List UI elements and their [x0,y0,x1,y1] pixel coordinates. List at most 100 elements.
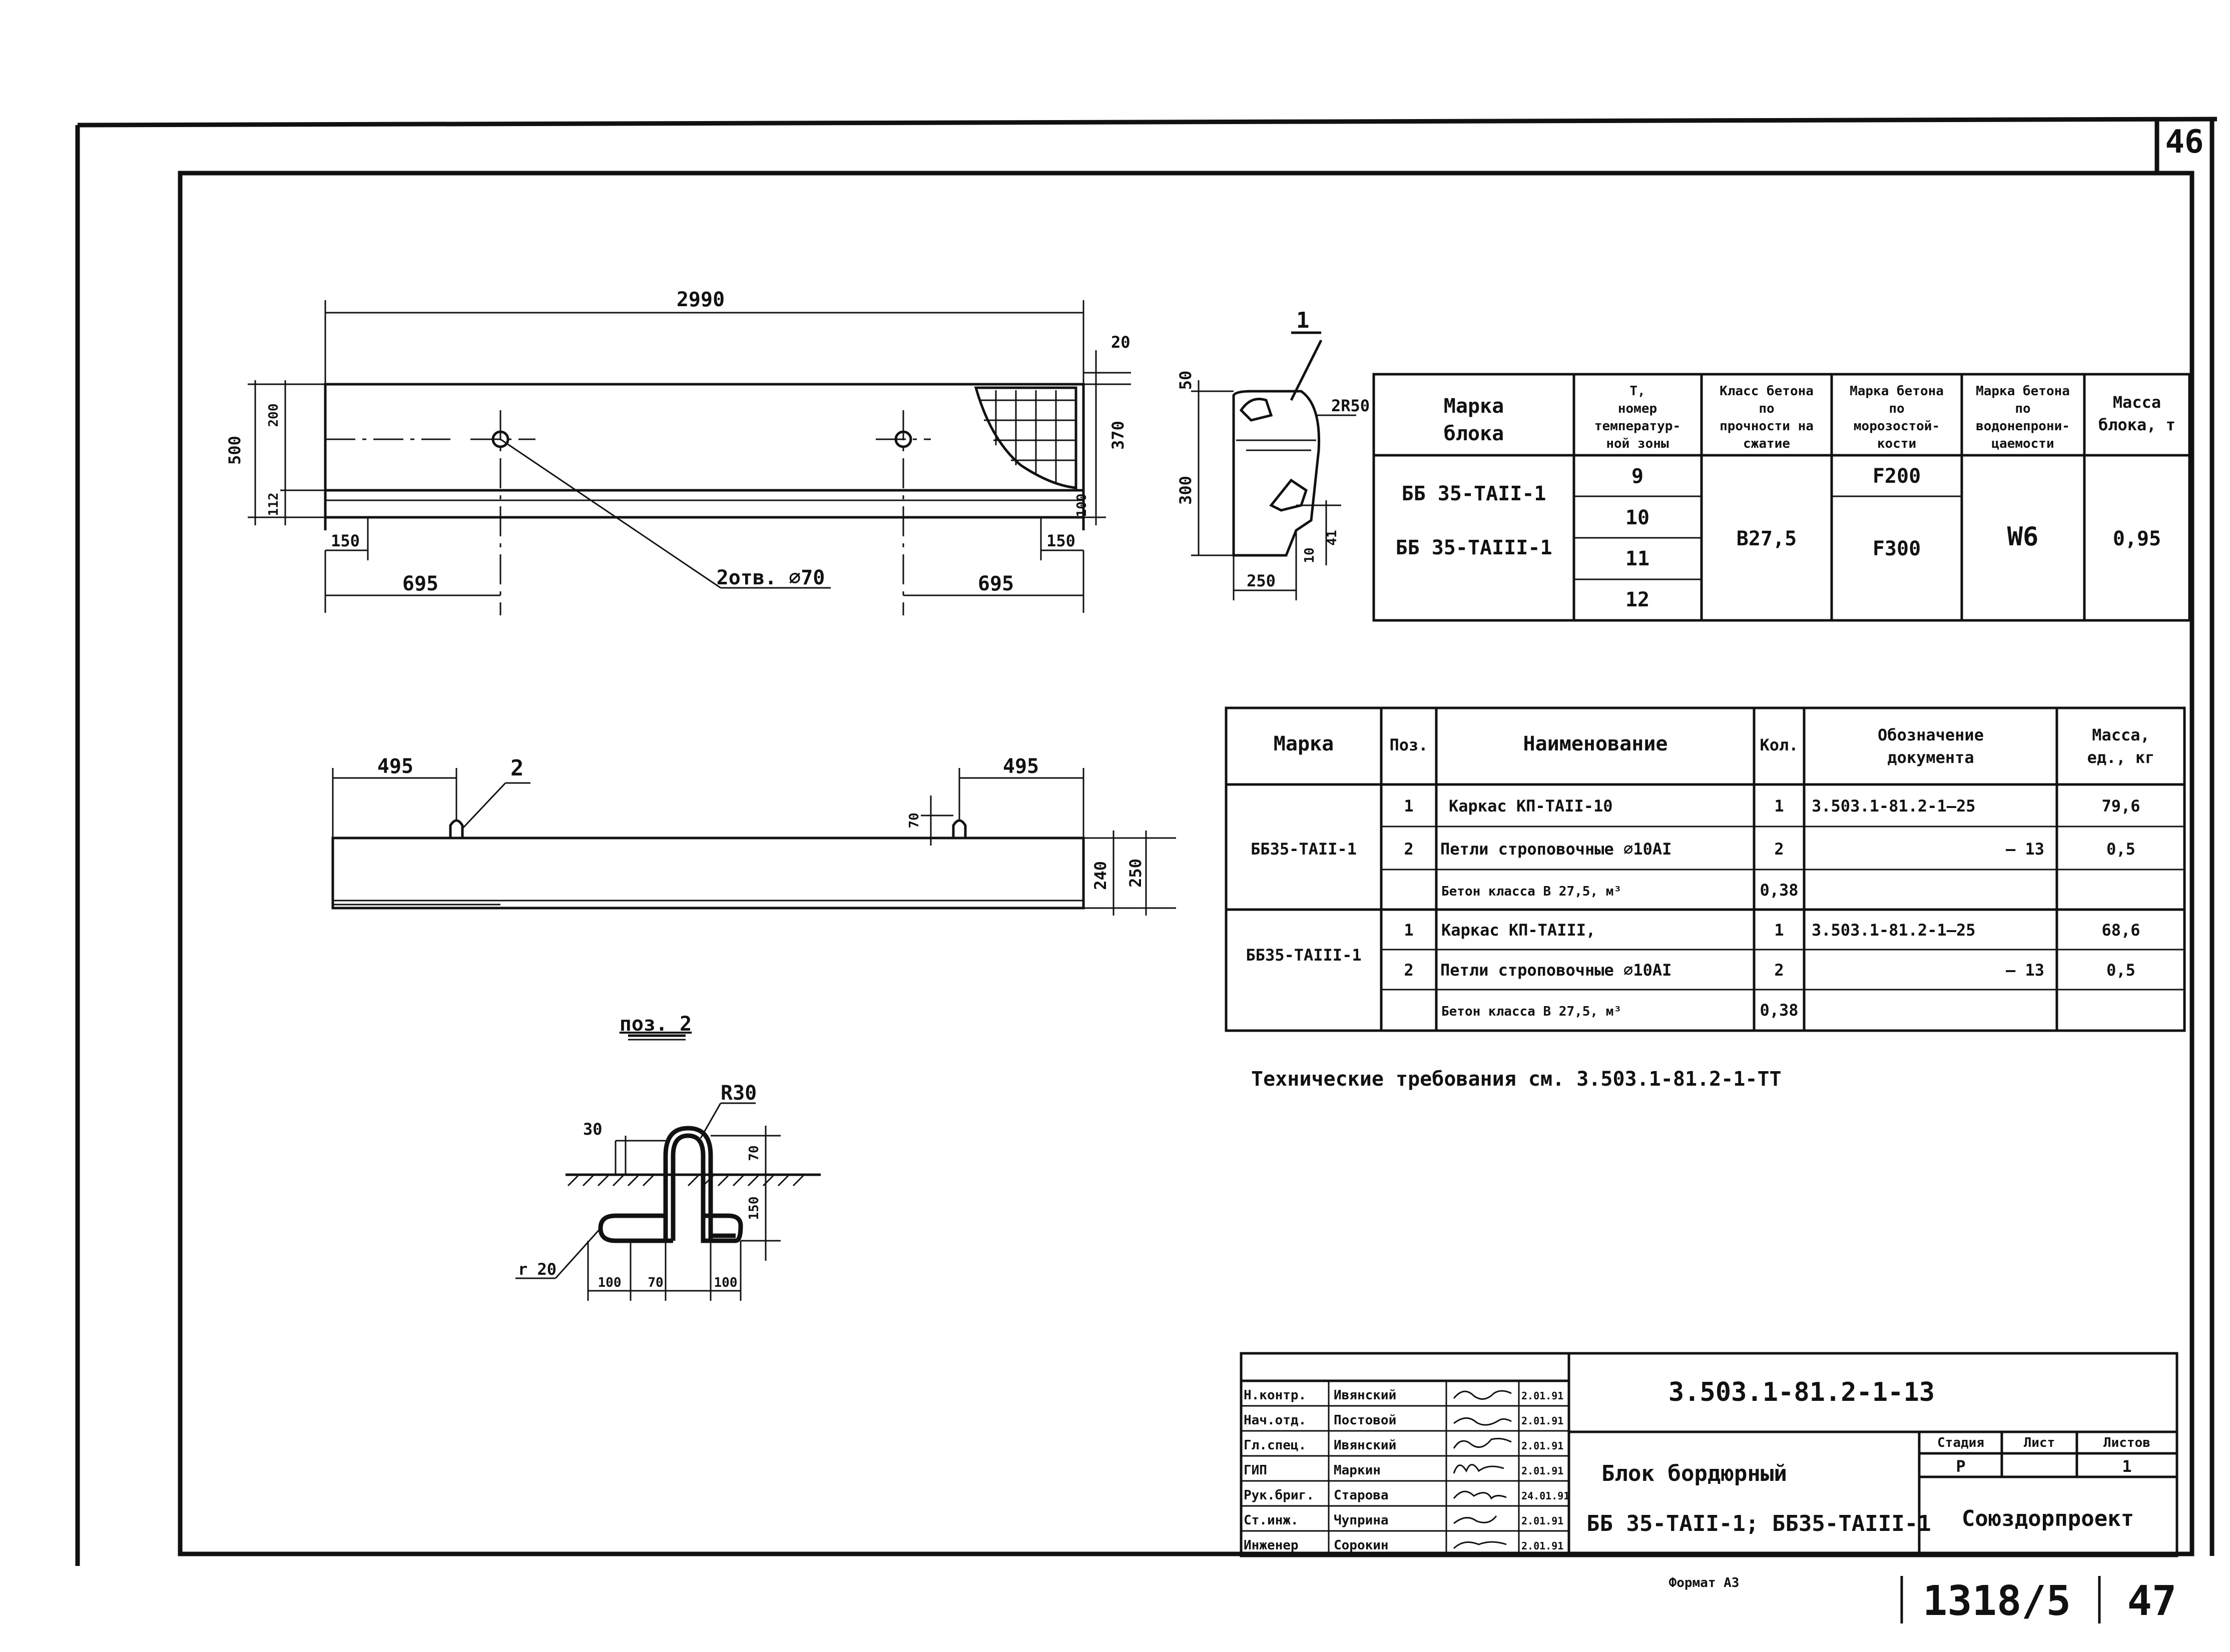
spec-g2-r2-mass: 0,5 [2106,961,2135,980]
detail-dim-r20: r 20 [518,1260,556,1279]
sig-date-7: 2.01.91 [1521,1540,1563,1552]
props-water: W6 [2007,522,2039,552]
dim-upper: 200 [266,404,281,427]
spec-g2-r1-pos: 1 [1404,921,1413,940]
specification-table [1225,706,2186,1032]
sig-role-1: Н.контр. [1244,1388,1306,1403]
spec-header-name: Наименование [1523,732,1668,755]
spec-g1-r3-name: Бетон класса В 27,5, м³ [1441,884,1621,899]
props-header-water-3: водонепрони- [1976,419,2070,434]
sig-role-4: ГИП [1244,1463,1267,1478]
section-dim-chamfer: 2R50 [1331,396,1370,415]
props-frost-2: F300 [1873,537,1921,560]
spec-g2-r1-doc: 3.503.1-81.2-1—25 [1812,921,1976,940]
spec-g2-r1-mass: 68,6 [2101,921,2140,940]
plan-callout-number: 2 [510,755,524,781]
props-header-frost-4: кости [1877,436,1916,451]
props-header-frost-2: по [1889,401,1904,416]
props-strength: В27,5 [1737,527,1797,550]
props-frost-1: F200 [1873,465,1921,488]
spec-g1-r2-doc: — 13 [2006,840,2044,859]
props-header-water-4: цаемости [1991,436,2054,451]
section-dim-top: 50 [1176,371,1195,390]
sig-role-5: Рук.бриг. [1244,1488,1314,1503]
dim-height-total: 500 [225,436,244,465]
spec-g1-r1-pos: 1 [1404,796,1413,815]
sig-name-1: Ивянский [1334,1388,1396,1403]
props-header-strength-4: сжатие [1743,436,1790,451]
spec-header-pos: Поз. [1389,735,1428,754]
sheets-value: 1 [2122,1457,2131,1476]
props-header-mark-2: блока [1444,422,1504,445]
props-zone-3: 11 [1625,547,1649,570]
sig-date-5: 24.01.91 [1521,1490,1569,1502]
sig-role-7: Инженер [1244,1538,1299,1553]
detail-dim-100-right: 100 [714,1275,738,1290]
props-header-frost-1: Марка бетона [1850,384,1944,399]
props-header-water-2: по [2015,401,2030,416]
dim-length: 2990 [677,288,725,311]
spec-g1-r2-mass: 0,5 [2106,840,2135,859]
signature-scribbles [1453,1390,1512,1549]
spec-header-mark: Марка [1274,732,1334,755]
page-number-bottom: 47 [2127,1577,2177,1625]
album-number: 1318/5 [1923,1577,2071,1625]
section-dim-width: 250 [1247,571,1276,590]
title-block [1240,1352,2178,1557]
spec-g2-r2-doc: — 13 [2006,961,2044,980]
sig-name-7: Сорокин [1334,1538,1389,1553]
props-header-frost-3: морозостой- [1854,419,1940,434]
format-label: Формат А3 [1669,1575,1740,1590]
spec-g1-r1-mass: 79,6 [2101,796,2140,815]
sig-name-5: Старова [1334,1488,1389,1503]
spec-g2-r2-qty: 2 [1774,961,1784,980]
props-header-mass-2: блока, т [2098,415,2175,434]
detail-title: поз. 2 [620,1013,692,1036]
dim-top-right: 20 [1111,333,1131,352]
section-dim-height: 300 [1176,476,1195,505]
props-zone-1: 9 [1631,465,1643,488]
sig-date-1: 2.01.91 [1521,1390,1563,1402]
spec-header-doc-2: документа [1887,748,1974,767]
spec-g1-r2-pos: 2 [1404,840,1413,859]
dim-right-hole: 695 [978,572,1014,595]
props-header-zone-2: номер [1618,401,1657,416]
props-header-strength-1: Класс бетона [1720,384,1814,399]
props-mark-2: ББ 35-ТАIII-1 [1395,536,1552,559]
sig-role-3: Гл.спец. [1244,1438,1306,1453]
sig-role-2: Нач.отд. [1244,1413,1306,1428]
organization: Союздорпроект [1962,1506,2134,1531]
stage-value: Р [1956,1457,1965,1476]
spec-header-doc-1: Обозначение [1878,725,1984,744]
spec-g1-r1-name: Каркас КП-ТАII-10 [1449,796,1613,815]
props-mark-1: ББ 35-ТАII-1 [1402,482,1546,505]
spec-g2-r1-name: Каркас КП-ТАIII, [1441,921,1595,940]
sig-date-4: 2.01.91 [1521,1465,1563,1477]
spec-header-mass-2: ед., кг [2087,748,2155,767]
sig-date-2: 2.01.91 [1521,1415,1563,1427]
spec-g2-r2-name: Петли строповочные ⌀10АI [1440,961,1671,980]
spec-header-mass-1: Масса, [2092,725,2150,744]
spec-g1-r1-qty: 1 [1774,796,1784,815]
plan-dim-height-a: 240 [1091,861,1110,890]
spec-g1-r1-doc: 3.503.1-81.2-1—25 [1812,796,1976,815]
spec-group-2-mark: ББ35-ТАIII-1 [1246,946,1361,965]
spec-g2-r3-qty: 0,38 [1760,1001,1798,1020]
dim-right-lower: 100 [1074,494,1089,517]
plan-dim-height-b: 250 [1126,859,1145,888]
title-code: 3.503.1-81.2-1-13 [1668,1377,1935,1407]
detail-dim-70-top: 70 [747,1145,762,1161]
spec-g1-r2-name: Петли строповочные ⌀10АI [1440,840,1671,859]
detail-radius: R30 [721,1082,757,1105]
sig-date-6: 2.01.91 [1521,1515,1563,1527]
sig-name-6: Чуприна [1334,1513,1389,1528]
plan-view: 495 495 2 70 240 250 [331,755,1176,916]
spec-g2-r1-qty: 1 [1774,921,1784,940]
props-header-zone-3: температур- [1594,419,1681,434]
section-dim-step-a: 10 [1302,547,1317,563]
signature-rows: Н.контр. Ивянский 2.01.91 Нач.отд. Посто… [1244,1388,1569,1553]
properties-table [1372,373,2191,622]
spec-g1-r3-qty: 0,38 [1760,881,1798,900]
dim-left-hole: 695 [402,572,438,595]
